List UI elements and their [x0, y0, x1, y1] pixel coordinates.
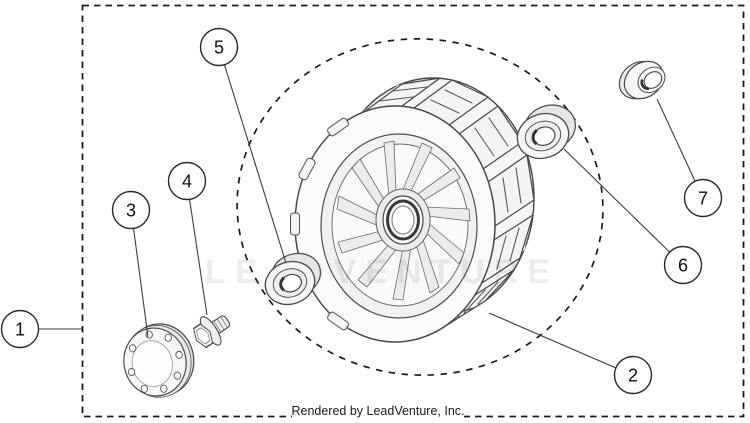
callout-3-number: 3	[126, 200, 136, 220]
leader-line-3	[132, 227, 149, 338]
callout-4[interactable]: 4	[167, 161, 207, 201]
watermark-text: LEADVENTURE	[205, 253, 559, 291]
wheel-tire-drawing[interactable]	[290, 77, 535, 343]
callout-3[interactable]: 3	[111, 190, 151, 230]
leader-line-5	[223, 64, 287, 264]
assembly-boundary-box	[81, 4, 745, 418]
leader-lines	[38, 64, 696, 369]
bearing-6-bore-shading	[531, 128, 538, 146]
callout-6[interactable]: 6	[663, 245, 703, 285]
callout-2-number: 2	[628, 365, 638, 385]
callout-7-number: 7	[698, 188, 708, 208]
leader-line-7	[656, 98, 696, 182]
bushing-7-drawing[interactable]	[612, 51, 671, 108]
callout-5-number: 5	[214, 37, 224, 57]
callouts: 1 2 3 4 5 6 7	[0, 27, 723, 395]
callout-6-number: 6	[678, 255, 688, 275]
callout-7[interactable]: 7	[683, 178, 723, 218]
callout-4-number: 4	[182, 171, 192, 191]
leader-line-4	[188, 198, 208, 316]
callout-1-number: 1	[15, 319, 25, 339]
wheel-spokes	[336, 140, 471, 301]
bolt-hex-head	[193, 323, 214, 349]
bushing-7-bore-shading	[640, 78, 650, 91]
leader-line-6	[563, 148, 670, 253]
tread-slots	[378, 86, 522, 334]
callout-2[interactable]: 2	[613, 355, 653, 395]
caption-text: Rendered by LeadVenture, Inc.	[291, 404, 464, 418]
bearing-5-bore-shading	[279, 276, 286, 292]
bolt-threads	[213, 316, 228, 332]
flange-bolt-drawing[interactable]	[187, 306, 236, 354]
leader-line-2	[488, 312, 617, 369]
wheel-hub	[375, 188, 431, 252]
callout-1[interactable]: 1	[0, 309, 40, 349]
hub-cap-drawing[interactable]	[117, 318, 201, 404]
bearing-6-drawing[interactable]	[510, 99, 583, 165]
callout-5[interactable]: 5	[199, 27, 239, 67]
bearing-5-drawing[interactable]	[258, 247, 328, 311]
hub-cap-holes	[127, 330, 183, 393]
caption-backing	[292, 402, 464, 419]
